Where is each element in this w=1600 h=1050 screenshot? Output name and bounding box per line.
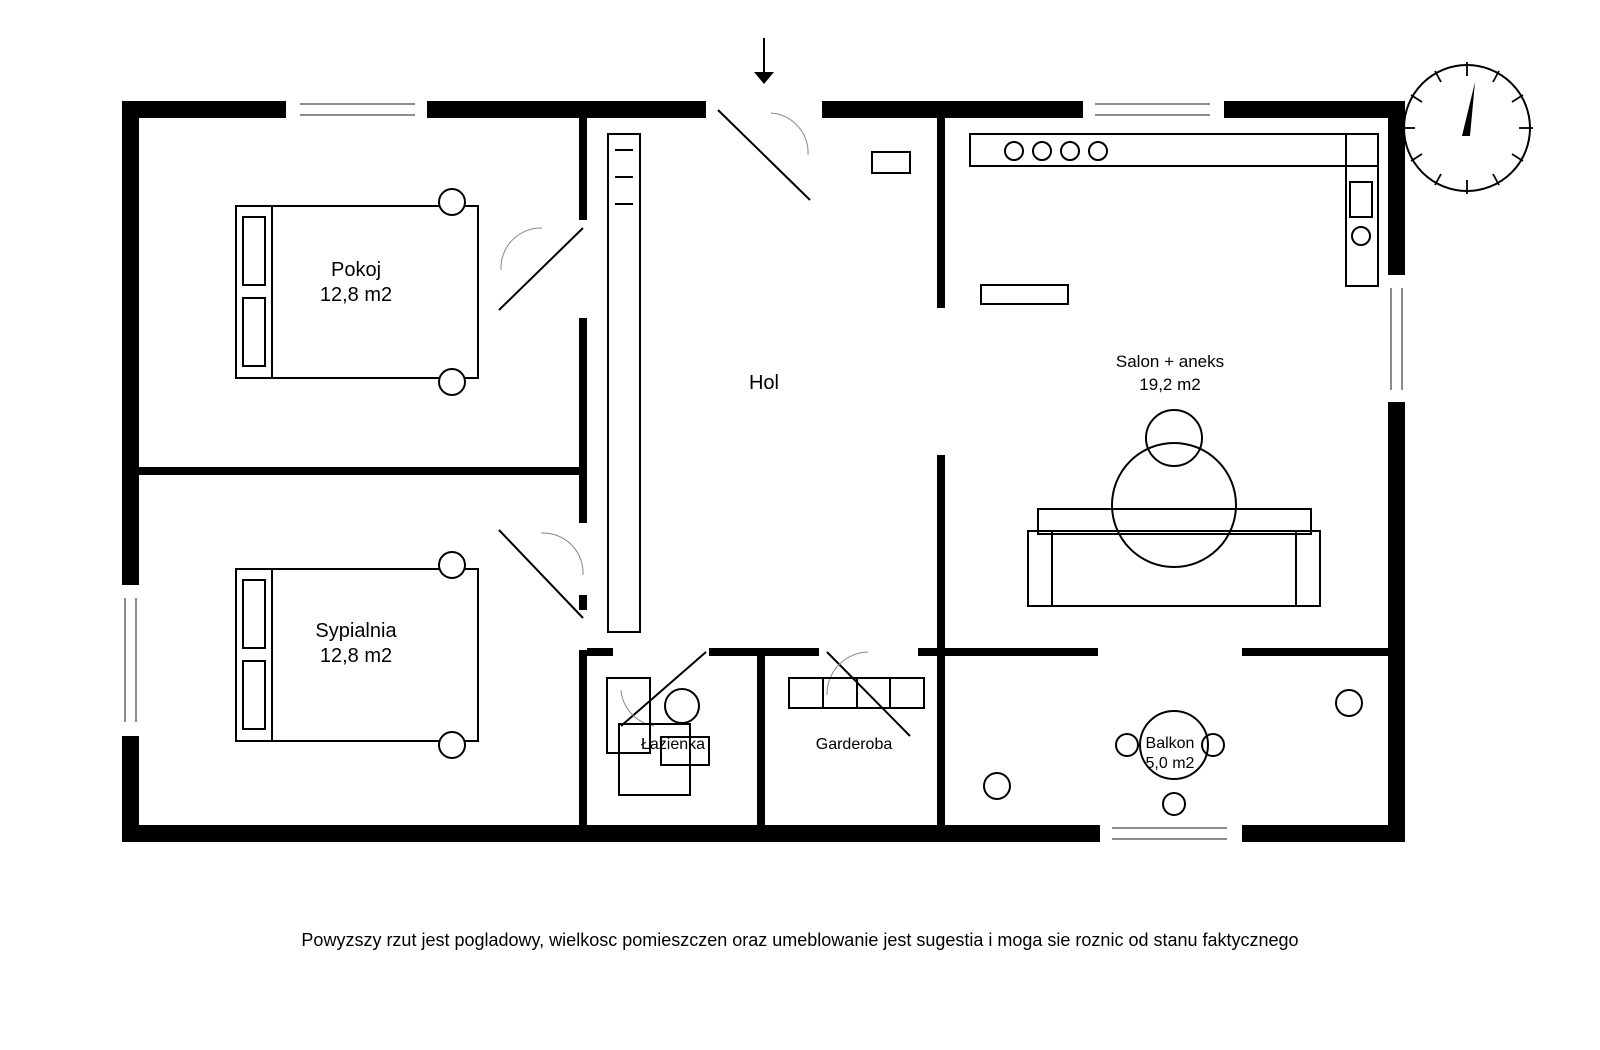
entrance-door bbox=[717, 109, 811, 201]
room-area-sypialnia: 12,8 m2 bbox=[320, 645, 392, 667]
window-top-left bbox=[300, 103, 415, 116]
window-top-right bbox=[1095, 103, 1210, 116]
room-area-balkon: 5,0 m2 bbox=[1146, 755, 1195, 772]
balcony-chair bbox=[1162, 792, 1186, 816]
window-right bbox=[1390, 288, 1403, 390]
room-name-pokoj: Pokoj bbox=[331, 259, 381, 281]
room-name-balkon: Balkon bbox=[1146, 735, 1195, 752]
balcony-chair bbox=[1115, 733, 1139, 757]
room-name-garderoba: Garderoba bbox=[816, 736, 893, 753]
bed-pokoj bbox=[235, 188, 479, 396]
balcony-plant bbox=[1335, 689, 1363, 717]
room-name-lazienka: Łazienka bbox=[641, 736, 705, 753]
room-labels: Pokoj 12,8 m2 Sypialnia 12,8 m2 Hol Salo… bbox=[315, 259, 1224, 772]
window-left bbox=[124, 598, 137, 722]
compass-icon bbox=[1401, 62, 1533, 194]
inner-walls bbox=[139, 118, 1388, 825]
kitchen-counter bbox=[969, 133, 1379, 305]
shower bbox=[618, 723, 691, 796]
stove-burner bbox=[1004, 141, 1024, 161]
room-area-pokoj: 12,8 m2 bbox=[320, 284, 392, 306]
kitchen-sink bbox=[1349, 181, 1373, 218]
windows bbox=[124, 103, 1403, 840]
coffee-table bbox=[1111, 442, 1237, 568]
entrance-arrow-icon bbox=[754, 38, 774, 84]
washing-machine bbox=[606, 677, 651, 754]
disclaimer-text: Powyzszy rzut jest pogladowy, wielkosc p… bbox=[301, 930, 1299, 950]
room-name-hol: Hol bbox=[749, 372, 779, 394]
stove-burner bbox=[1088, 141, 1108, 161]
sypialnia-door bbox=[498, 529, 584, 619]
outer-walls bbox=[122, 101, 1405, 842]
pokoj-door bbox=[498, 227, 584, 311]
tv-cabinet bbox=[980, 284, 1069, 305]
garderoba-shelving bbox=[788, 677, 925, 709]
armchair bbox=[1145, 409, 1203, 467]
lazienka-door bbox=[620, 651, 707, 727]
stove-burner bbox=[1032, 141, 1052, 161]
window-bottom bbox=[1112, 827, 1227, 840]
salon-furniture bbox=[1027, 409, 1321, 607]
balcony-plant bbox=[983, 772, 1011, 800]
sofa-back bbox=[1037, 508, 1312, 535]
room-name-salon: Salon + aneks bbox=[1116, 352, 1224, 371]
hol-shoe-cabinet bbox=[871, 151, 911, 174]
stove-burner bbox=[1060, 141, 1080, 161]
room-name-sypialnia: Sypialnia bbox=[315, 620, 397, 642]
garderoba-door bbox=[826, 651, 911, 737]
sink bbox=[660, 736, 710, 766]
room-area-salon: 19,2 m2 bbox=[1139, 375, 1200, 394]
bed-sypialnia bbox=[235, 551, 479, 759]
toilet bbox=[664, 688, 700, 724]
lazienka-fixtures bbox=[606, 677, 710, 796]
balcony-chair bbox=[1201, 733, 1225, 757]
doors bbox=[498, 109, 911, 737]
balcony-table bbox=[1139, 710, 1209, 780]
sofa bbox=[1027, 530, 1321, 607]
balkon-furniture bbox=[983, 689, 1363, 816]
hol-wardrobe bbox=[607, 133, 911, 633]
